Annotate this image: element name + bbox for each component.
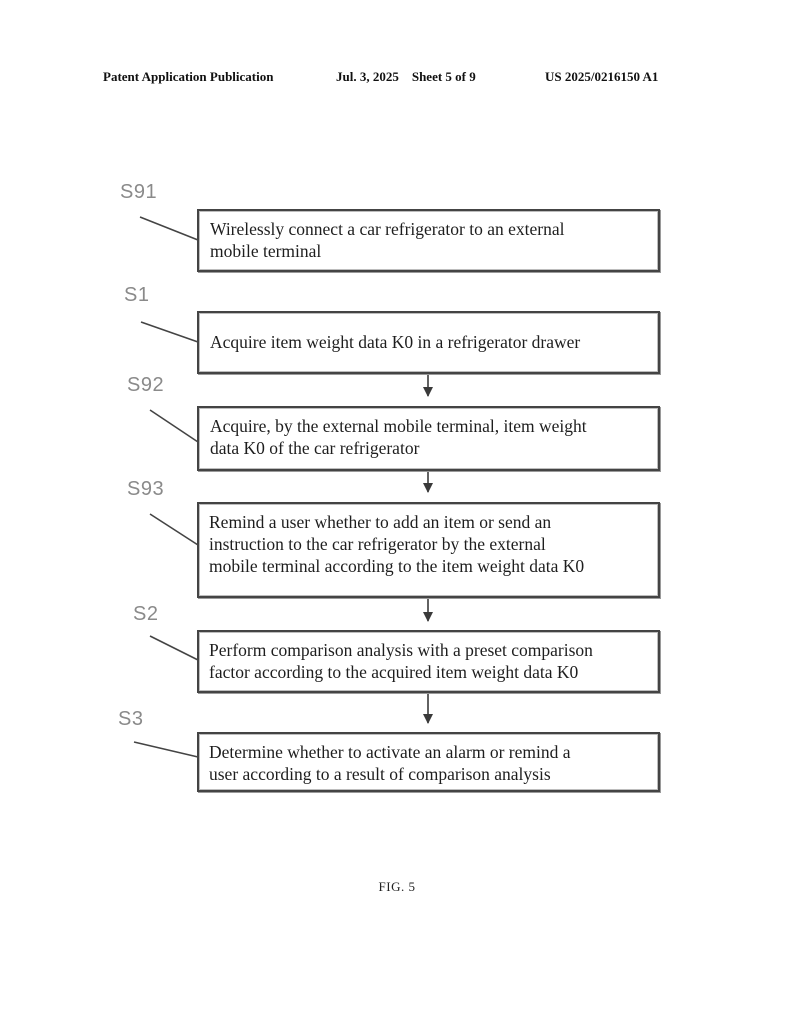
step-label-s2: S2 (133, 603, 159, 625)
step-box-s92: Acquire, by the external mobile terminal… (197, 406, 660, 471)
step-text-line: user according to a result of comparison… (209, 764, 551, 784)
step-box-s93: Remind a user whether to add an item or … (197, 502, 660, 598)
step-text-line: mobile terminal according to the item we… (209, 556, 585, 576)
step-text-line: Remind a user whether to add an item or … (209, 512, 552, 532)
step-box-s91: Wirelessly connect a car refrigerator to… (197, 209, 660, 272)
step-text-line: data K0 of the car refrigerator (210, 438, 420, 458)
step-text-line: Perform comparison analysis with a prese… (209, 640, 593, 660)
figure-caption: FIG. 5 (378, 879, 416, 894)
step-label-s91: S91 (120, 181, 158, 203)
publication-type: Patent Application Publication (103, 69, 274, 84)
step-text-line: Acquire, by the external mobile terminal… (210, 416, 587, 436)
patent-number: US 2025/0216150 A1 (545, 69, 659, 84)
leader-line-s3 (133, 741, 199, 758)
step-label-s92: S92 (127, 374, 165, 396)
step-box-s2: Perform comparison analysis with a prese… (197, 630, 660, 693)
page-header: Patent Application Publication Jul. 3, 2… (0, 69, 794, 87)
leader-line-s93 (149, 513, 199, 546)
step-text-line: Determine whether to activate an alarm o… (209, 742, 571, 762)
leader-line-s92 (149, 409, 199, 443)
step-text-line: instruction to the car refrigerator by t… (209, 534, 546, 554)
leader-line-s1 (140, 321, 199, 343)
step-text-line: Wirelessly connect a car refrigerator to… (210, 219, 565, 239)
step-box-s3: Determine whether to activate an alarm o… (197, 732, 660, 792)
step-label-s1: S1 (124, 284, 150, 306)
step-text-line: factor according to the acquired item we… (209, 662, 579, 682)
step-text-line: Acquire item weight data K0 in a refrige… (210, 332, 581, 352)
leader-line-s2 (149, 635, 199, 661)
date-and-sheet: Jul. 3, 2025 Sheet 5 of 9 (336, 69, 476, 84)
step-text-line: mobile terminal (210, 241, 322, 261)
leader-line-s91 (139, 216, 199, 241)
step-label-s93: S93 (127, 478, 165, 500)
step-label-s3: S3 (118, 708, 144, 730)
step-box-s1: Acquire item weight data K0 in a refrige… (197, 311, 660, 374)
